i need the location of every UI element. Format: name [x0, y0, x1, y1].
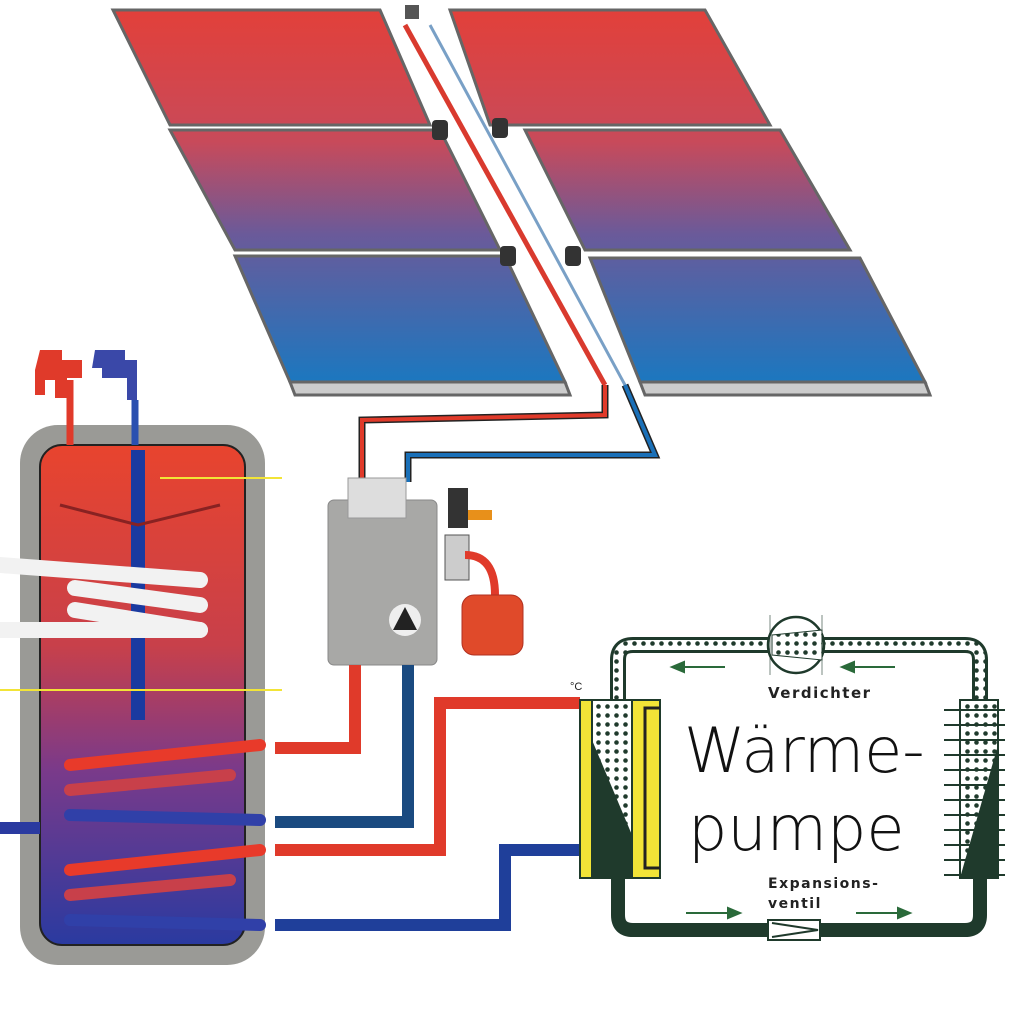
- collector-panel: [447, 8, 773, 127]
- heat-pump: °C Verdichter Wärme- pumpe Expansions- v…: [570, 615, 1005, 941]
- heat-pump-return-pipe: [275, 844, 580, 931]
- heat-pump-flow-pipe: [275, 697, 580, 856]
- expansion-valve-icon: [767, 919, 821, 941]
- heat-exchanger-coil-upper: [0, 557, 208, 638]
- heat-exchanger-coil-lower: [64, 844, 266, 931]
- solar-pump-station: [327, 477, 524, 666]
- heat-exchanger-coil-middle: [64, 739, 266, 826]
- temperature-unit-label: °C: [570, 681, 582, 693]
- pump-icon: [393, 607, 417, 630]
- compressor-label: Verdichter: [768, 684, 872, 702]
- collector-panel: [587, 256, 928, 384]
- collector-panel: [167, 128, 503, 252]
- solar-collector-array: [110, 5, 933, 397]
- collector-column-right: [447, 8, 933, 397]
- condenser: [579, 699, 661, 879]
- evaporator: [944, 699, 1005, 879]
- compressor-icon: [766, 615, 826, 675]
- expansion-valve-label-line2: ventil: [768, 896, 822, 912]
- solar-return-pipe: [404, 383, 661, 482]
- expansion-valve-label-line1: Expansions-: [768, 876, 879, 892]
- flow-arrows: [669, 660, 913, 920]
- hot-water-storage-tank: [0, 350, 282, 965]
- collector-panel: [232, 254, 568, 384]
- solar-flow-pipe: [358, 385, 609, 482]
- expansion-vessel: [461, 594, 524, 656]
- safety-valve-icon: [448, 488, 468, 528]
- collector-hot-line: [402, 23, 608, 387]
- cold-tap-icon: [92, 350, 137, 400]
- collector-column-left: [110, 8, 573, 397]
- hot-tap-icon: [35, 350, 82, 398]
- heat-pump-title-line1: Wärme-: [684, 714, 925, 787]
- heat-pump-title-line2: pumpe: [688, 792, 905, 865]
- collector-panel: [522, 128, 853, 252]
- collector-panel: [110, 8, 433, 127]
- air-vent-icon: [405, 5, 419, 19]
